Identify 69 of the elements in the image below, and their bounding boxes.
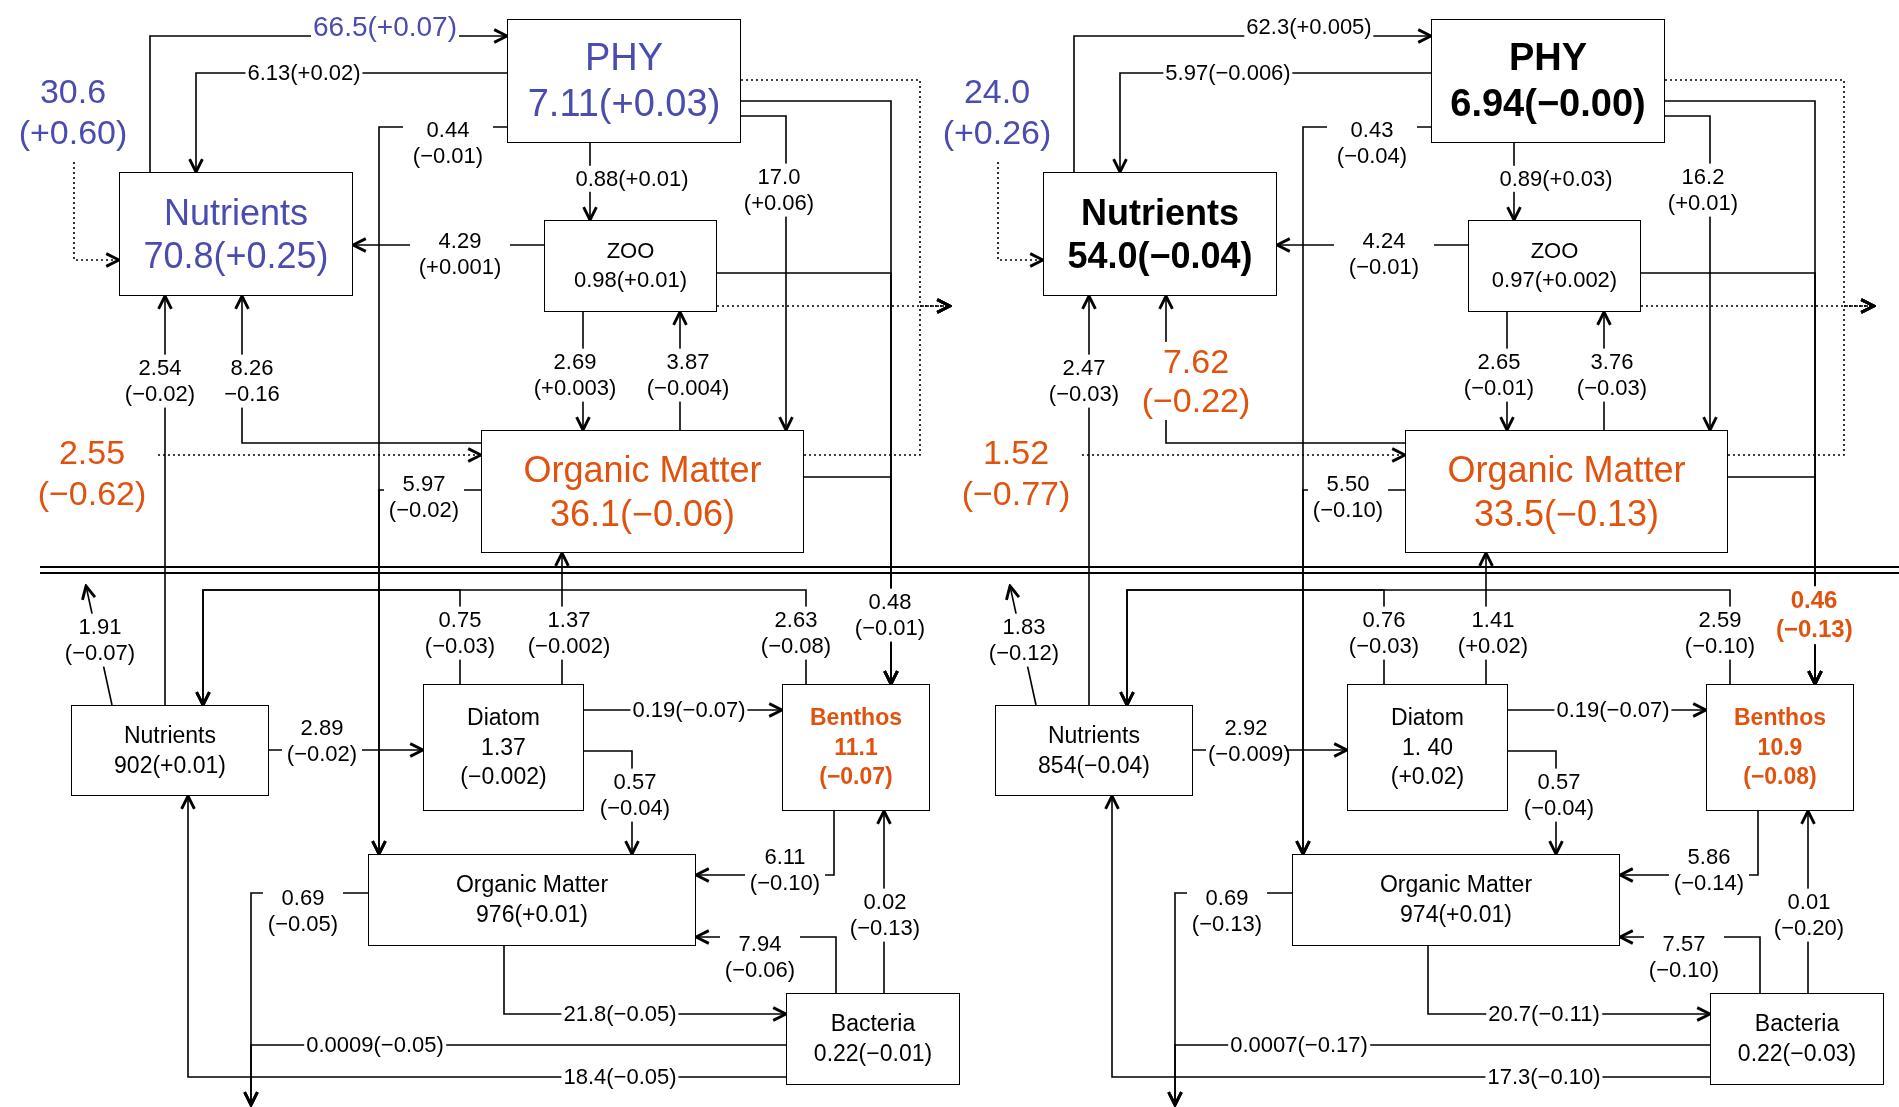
compartment-name: Nutrients <box>1081 190 1239 234</box>
dotted-arrow <box>73 161 121 268</box>
dotted-arrow <box>157 447 483 463</box>
compartment-name: Organic Matter <box>1379 870 1533 900</box>
compartment-name: ZOO <box>606 237 655 266</box>
flux-value: 1.52 (−0.77) <box>960 432 1072 514</box>
flux-value: 30.6 (+0.60) <box>17 71 129 153</box>
flux-value: 24.0 (+0.26) <box>941 71 1053 153</box>
dotted-arrow <box>997 161 1045 268</box>
compartment-name: ZOO <box>1530 237 1579 266</box>
compartment-box <box>1431 19 1665 143</box>
compartment-box <box>119 172 353 296</box>
compartment-box <box>1468 220 1641 312</box>
dotted-arrow <box>803 298 952 456</box>
compartment-name: Nutrients <box>1047 720 1140 750</box>
flux-value: 2.55 (−0.62) <box>36 432 148 514</box>
compartment-value: 70.8(+0.25) <box>143 234 329 278</box>
compartment-name: Benthos <box>1734 702 1826 732</box>
compartment-value: 0.97(+0.002) <box>1491 266 1618 294</box>
compartment-name: Nutrients <box>123 720 216 750</box>
compartment-name: Diatom <box>1391 702 1464 732</box>
compartment-value: 33.5(−0.13) <box>1473 491 1660 535</box>
edge-label: 0.88(+0.01) <box>573 165 691 193</box>
compartment-value: 0.22(−0.01) <box>813 1039 933 1068</box>
compartment-name: PHY <box>584 35 664 81</box>
compartment-box <box>71 705 269 796</box>
compartment-value: 6.94(−0.00) <box>1450 81 1646 126</box>
compartment-box <box>481 430 804 553</box>
compartment-value: 54.0(−0.04) <box>1067 234 1253 278</box>
compartment-name: Nutrients <box>163 190 309 234</box>
dotted-arrow <box>1081 447 1407 463</box>
dotted-arrow <box>1727 298 1876 456</box>
compartment-box <box>1405 430 1728 553</box>
compartment-box <box>782 684 930 811</box>
compartment-name: Organic Matter <box>1447 448 1686 492</box>
compartment-box <box>507 19 741 143</box>
compartment-name: Diatom <box>467 702 540 732</box>
compartment-box <box>995 705 1193 796</box>
compartment-box <box>786 993 960 1085</box>
arrow <box>195 589 807 707</box>
compartment-name: Bacteria <box>830 1009 916 1039</box>
compartment-name: Benthos <box>810 702 902 732</box>
compartment-name: Organic Matter <box>523 448 762 492</box>
compartment-value: 7.11(+0.03) <box>527 81 721 126</box>
compartment-value: 0.98(+0.01) <box>573 266 688 294</box>
compartment-name: PHY <box>1508 35 1588 81</box>
compartment-value: 974(+0.01) <box>1400 900 1512 929</box>
compartment-box <box>1347 684 1508 811</box>
edge-label: 0.89(+0.03) <box>1497 165 1615 193</box>
edge-label: 0.46 (−0.13) <box>1774 586 1854 644</box>
compartment-value: 0.22(−0.03) <box>1737 1039 1857 1068</box>
compartment-value: 976(+0.01) <box>476 900 588 929</box>
compartment-box <box>1706 684 1854 811</box>
compartment-box <box>368 854 696 946</box>
compartment-box <box>423 684 584 811</box>
compartment-value: 854(−0.04) <box>1038 750 1150 780</box>
compartment-value: 10.9 (−0.08) <box>1742 732 1818 792</box>
compartment-name: Organic Matter <box>455 870 609 900</box>
compartment-value: 1.37 (−0.002) <box>459 732 548 792</box>
compartment-value: 902(+0.01) <box>114 750 226 780</box>
compartment-box <box>1043 172 1277 296</box>
compartment-value: 1. 40 (+0.02) <box>1389 732 1466 792</box>
compartment-name: Bacteria <box>1754 1009 1840 1039</box>
compartment-box <box>1292 854 1620 946</box>
compartment-value: 11.1 (−0.07) <box>818 732 894 792</box>
compartment-box <box>1710 993 1884 1085</box>
compartment-value: 36.1(−0.06) <box>549 491 736 535</box>
arrow <box>1119 589 1731 707</box>
compartment-box <box>544 220 717 312</box>
